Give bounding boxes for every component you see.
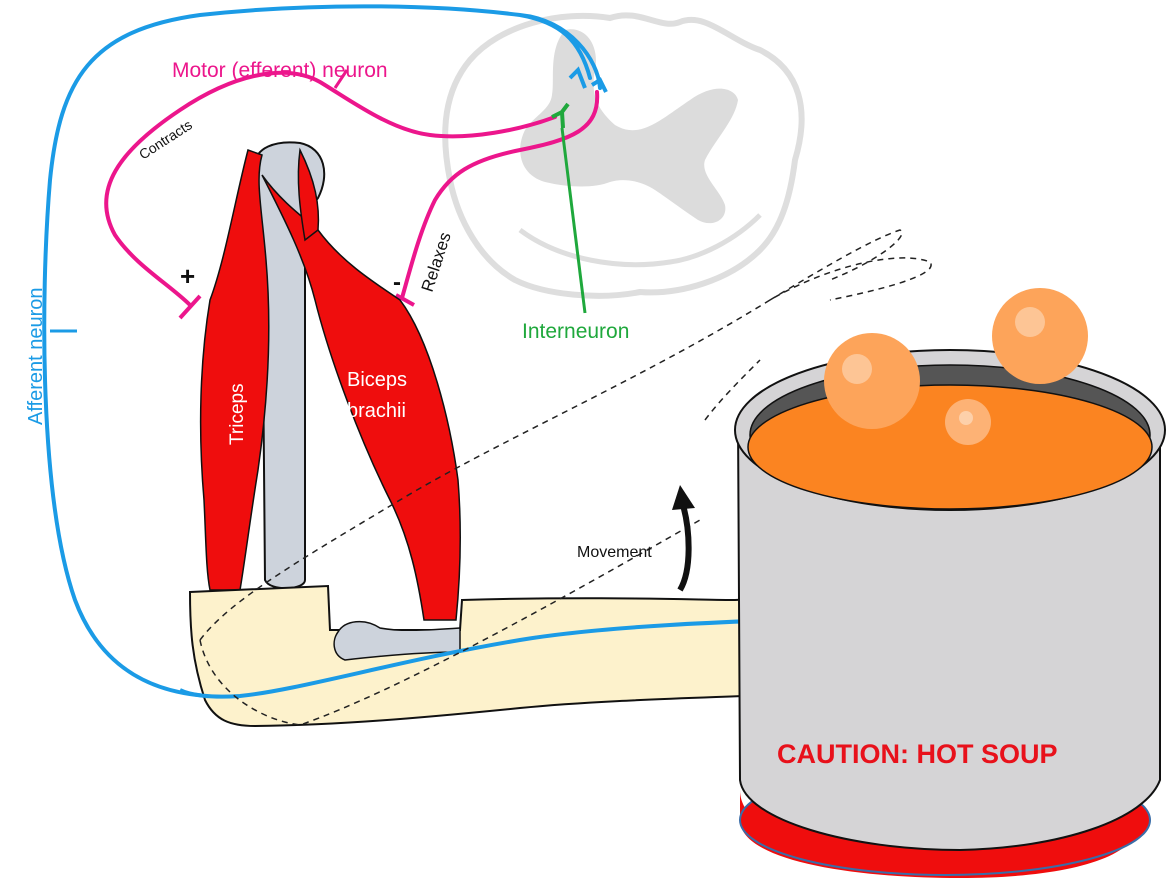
motor-label-leader	[333, 69, 349, 89]
soup-surface	[747, 384, 1153, 510]
bubble-highlight	[959, 411, 973, 425]
bubble-highlight	[842, 354, 872, 384]
movement-arrow-head	[672, 485, 695, 510]
label-interneuron: Interneuron	[522, 320, 629, 343]
upper-arm	[199, 141, 461, 621]
triceps-muscle	[199, 149, 270, 591]
movement-arrow-shaft	[677, 504, 692, 592]
label-caution: CAUTION: HOT SOUP	[777, 739, 1058, 769]
interneuron-synapse	[551, 102, 570, 129]
label-movement: Movement	[577, 544, 652, 561]
label-minus: -	[393, 269, 401, 296]
label-plus: +	[180, 261, 195, 291]
motor-terminal-biceps	[395, 293, 415, 307]
afferent-terminal-2	[590, 77, 608, 93]
arm-motion-ghost-outline	[199, 229, 932, 726]
interneuron	[551, 102, 587, 314]
motor-neuron	[104, 69, 600, 320]
interneuron-path	[560, 127, 587, 314]
spinal-cord	[442, 12, 805, 299]
motor-neuron-to-biceps	[400, 90, 600, 300]
bubble-large-left	[824, 333, 920, 429]
label-relaxes: Relaxes	[418, 230, 455, 294]
spinal-cord-inner-outline	[518, 213, 762, 268]
motor-neuron-to-triceps	[104, 70, 557, 307]
label-biceps-line1: Biceps	[347, 369, 407, 391]
biceps-upper-head	[297, 147, 320, 242]
label-triceps: Triceps	[227, 383, 248, 445]
label-afferent-neuron: Afferent neuron	[25, 287, 47, 425]
steam-bubbles	[824, 288, 1088, 445]
label-biceps-line2: brachii	[347, 400, 406, 422]
pot-body	[736, 418, 1161, 852]
biceps-muscle	[261, 174, 461, 621]
gray-matter	[520, 29, 738, 224]
bubble-large-right	[992, 288, 1088, 384]
spinal-cord-outline	[442, 12, 805, 299]
afferent-terminal-1	[568, 66, 587, 89]
bubble-highlight	[1015, 307, 1045, 337]
motor-terminal-triceps	[178, 294, 202, 320]
movement-arrow	[672, 485, 695, 592]
label-contracts: Contracts	[136, 116, 195, 162]
label-motor-neuron: Motor (efferent) neuron	[172, 59, 388, 82]
